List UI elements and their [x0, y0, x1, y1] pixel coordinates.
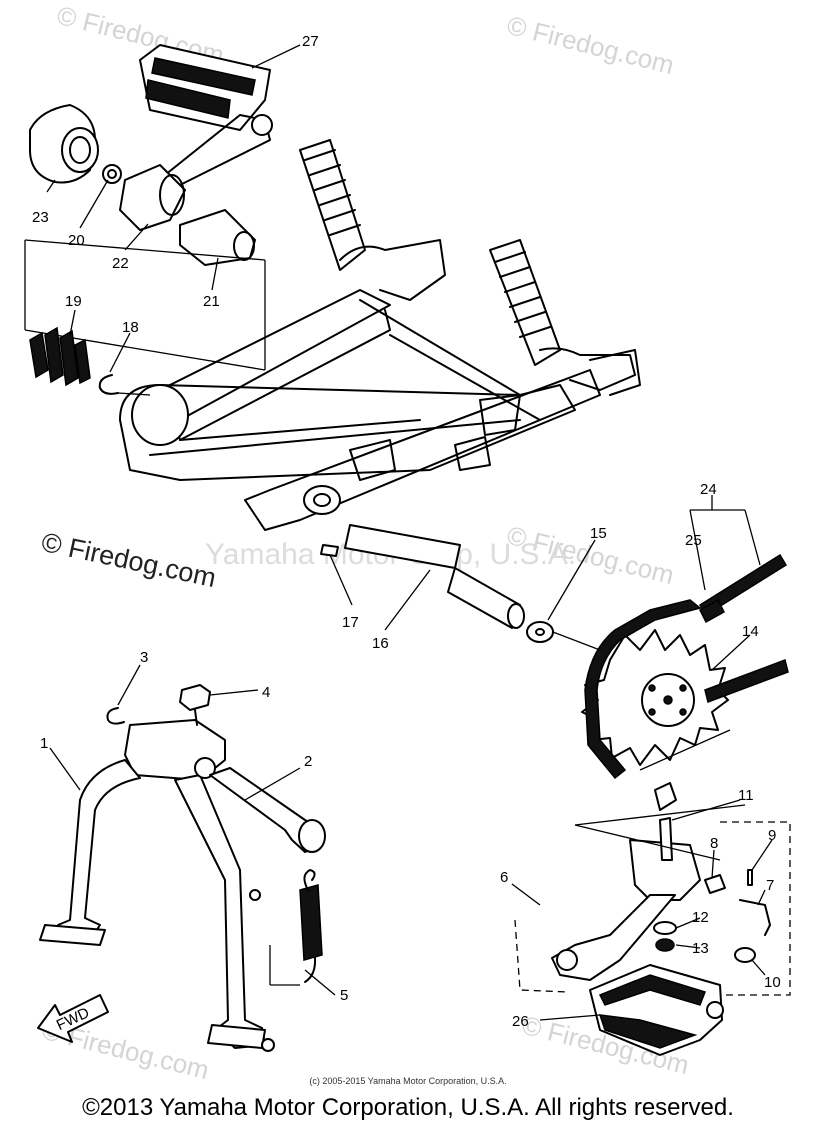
stand-hardware: [106, 684, 326, 986]
shaft-16-group: [320, 524, 601, 651]
callout-10: 10: [764, 974, 781, 991]
callout-13: 13: [692, 940, 709, 957]
callout-7: 7: [766, 877, 774, 894]
callout-20: 20: [68, 232, 85, 249]
kick-pedal-26: [589, 964, 724, 1056]
callout-15: 15: [590, 525, 607, 542]
kick-arm-6-group: [514, 782, 791, 996]
copyright-footer: ©2013 Yamaha Motor Corporation, U.S.A. A…: [82, 1094, 734, 1121]
callout-24: 24: [700, 481, 717, 498]
frame-assembly: [119, 139, 641, 531]
callout-19: 19: [65, 293, 82, 310]
callout-23: 23: [32, 209, 49, 226]
kick-parts-group: [24, 104, 266, 371]
callout-1: 1: [40, 735, 48, 752]
callout-2: 2: [304, 753, 312, 770]
fwd-arrow: [37, 994, 109, 1043]
callout-8: 8: [710, 835, 718, 852]
callout-21: 21: [203, 293, 220, 310]
callout-18: 18: [122, 319, 139, 336]
callout-17: 17: [342, 614, 359, 631]
callout-12: 12: [692, 909, 709, 926]
leader-lines: [46, 44, 773, 1021]
callout-22: 22: [112, 255, 129, 272]
center-stand-1: [39, 719, 275, 1052]
small-copyright: (c) 2005-2015 Yamaha Motor Corporation, …: [309, 1076, 507, 1086]
spring-19-clip-18: [29, 326, 151, 396]
callout-25: 25: [685, 532, 702, 549]
callout-26: 26: [512, 1013, 529, 1030]
callout-16: 16: [372, 635, 389, 652]
kick-pedal-27: [139, 44, 273, 186]
callout-3: 3: [140, 649, 148, 666]
callout-11: 11: [738, 787, 754, 804]
callout-27: 27: [302, 33, 319, 50]
callout-9: 9: [768, 827, 776, 844]
callout-5: 5: [340, 987, 348, 1004]
callout-6: 6: [500, 869, 508, 886]
callout-14: 14: [742, 623, 759, 640]
sprocket-chain-group: [581, 553, 789, 780]
callout-4: 4: [262, 684, 270, 701]
